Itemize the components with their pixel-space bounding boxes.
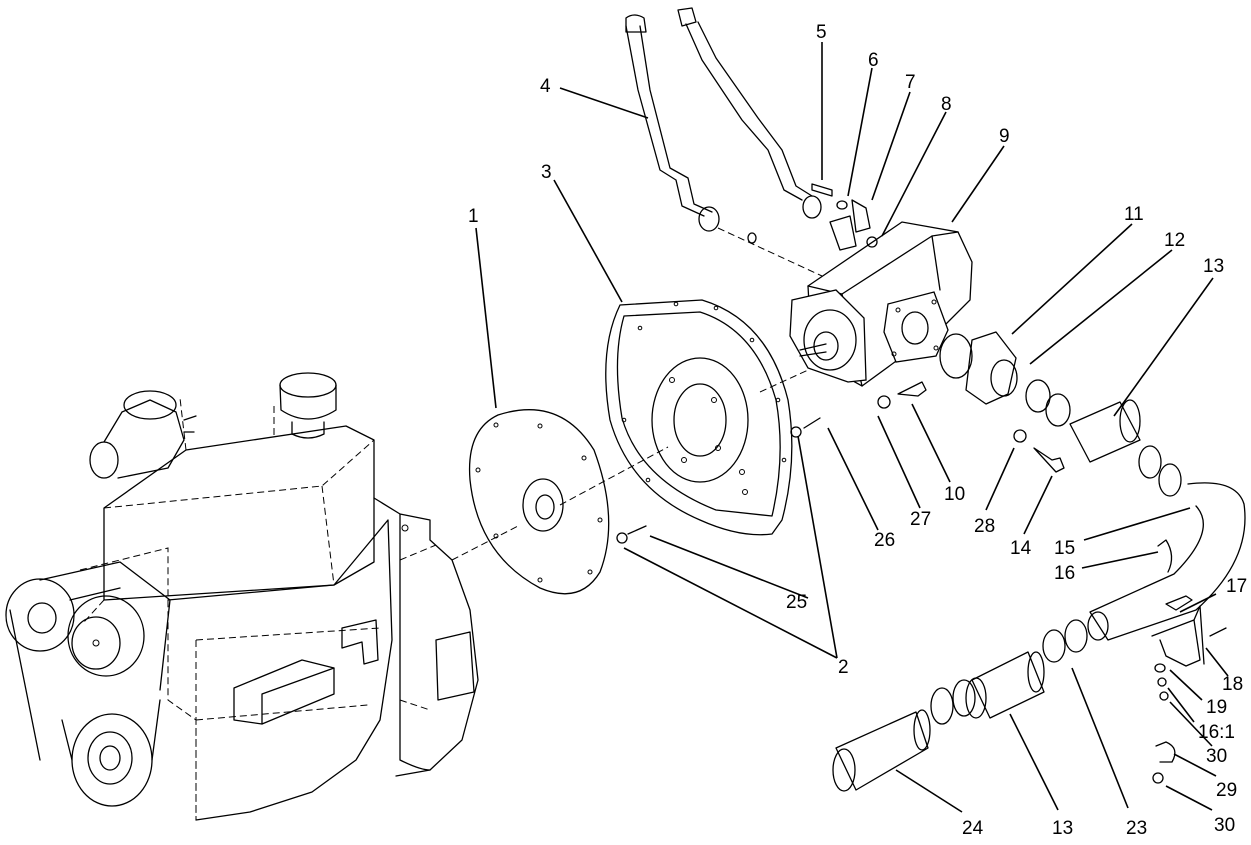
callout-13-upper: 13 [1203, 256, 1224, 277]
engine-assembly [5, 372, 479, 821]
callout-23: 23 [1126, 818, 1147, 839]
flange-hardware [811, 183, 878, 251]
hydraulic-pump [789, 221, 973, 387]
callout-14: 14 [1010, 538, 1032, 559]
callout-6: 6 [868, 50, 879, 71]
callout-27: 27 [910, 509, 931, 530]
intake-tubing [832, 399, 1246, 792]
drive-plate [468, 409, 610, 595]
callout-13-lower: 13 [1052, 818, 1073, 839]
callout-4: 4 [540, 76, 551, 97]
pulley-belt-system [5, 561, 171, 807]
callout-17: 17 [1226, 576, 1247, 597]
callout-29: 29 [1216, 780, 1237, 801]
callout-12: 12 [1164, 230, 1185, 251]
callout-3: 3 [541, 162, 552, 183]
outlet-fitting [939, 331, 1071, 427]
callout-30-upper: 30 [1206, 746, 1227, 767]
callout-25: 25 [786, 592, 807, 613]
callout-19: 19 [1206, 697, 1227, 718]
callout-16-1: 16:1 [1198, 722, 1235, 743]
callout-24: 24 [962, 818, 984, 839]
callout-18: 18 [1222, 674, 1243, 695]
callout-28: 28 [974, 516, 995, 537]
callout-7: 7 [905, 72, 916, 93]
flywheel-housing [373, 497, 479, 777]
hydraulic-hoses [625, 7, 822, 244]
callout-1: 1 [468, 206, 479, 227]
callout-10: 10 [944, 484, 965, 505]
callout-8: 8 [941, 94, 952, 115]
adapter-plate [605, 299, 793, 536]
mounting-bracket [1151, 605, 1227, 784]
engine-top-box [103, 397, 375, 601]
callout-30-lower: 30 [1214, 815, 1235, 836]
callout-2: 2 [838, 657, 849, 678]
air-cleaner [89, 390, 197, 479]
callout-11: 11 [1124, 204, 1144, 225]
callout-26: 26 [874, 530, 895, 551]
callout-16: 16 [1054, 563, 1075, 584]
callout-15: 15 [1054, 538, 1075, 559]
callout-labels: 1 2 3 4 5 6 7 8 9 10 11 12 13 14 15 16 1… [468, 22, 1247, 839]
small-fasteners [616, 381, 1065, 544]
leader-lines [475, 42, 1229, 813]
callout-5: 5 [816, 22, 827, 43]
callout-9: 9 [999, 126, 1010, 147]
